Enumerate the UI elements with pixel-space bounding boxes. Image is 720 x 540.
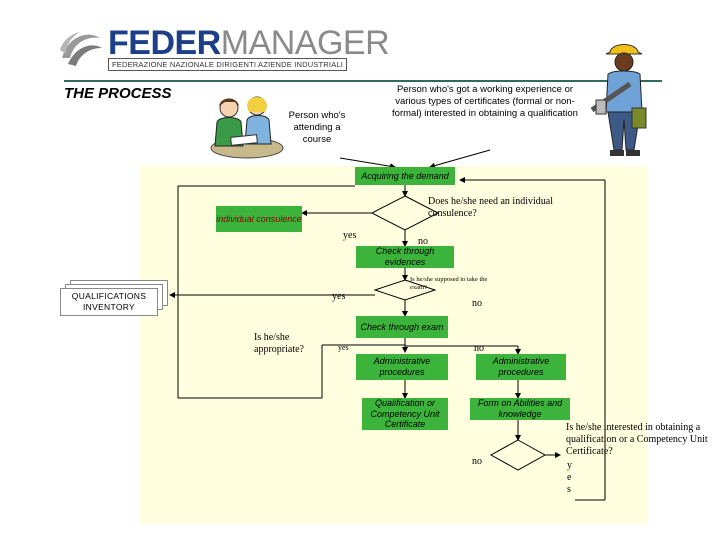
text-q-consulence: Does he/she need an individual consulenc… bbox=[428, 196, 553, 219]
text-q-appropriate: Is he/she appropriate? bbox=[254, 332, 304, 355]
page-title: THE PROCESS bbox=[64, 85, 172, 102]
box-administrative-2: Administrative procedures bbox=[476, 354, 566, 380]
label-no-3: no bbox=[474, 343, 484, 354]
label-yes-4-e: e bbox=[567, 472, 572, 483]
worker-clipart-icon bbox=[590, 44, 647, 156]
label-no-1: no bbox=[418, 236, 428, 247]
federmanager-logo-icon bbox=[60, 32, 102, 66]
text-q-exam: Is he/she supposed to take the exam? bbox=[410, 276, 488, 291]
logo-subtitle: FEDERAZIONE NAZIONALE DIRIGENTI AZIENDE … bbox=[108, 58, 348, 71]
box-check-evidences: Check through evidences bbox=[356, 246, 454, 268]
label-no-2: no bbox=[472, 298, 482, 309]
header-rule bbox=[64, 80, 662, 82]
box-administrative-1: Administrative procedures bbox=[356, 354, 448, 380]
logo: FEDERMANAGER FEDERAZIONE NAZIONALE DIRIG… bbox=[58, 24, 390, 74]
box-individual-consulence: individual consulence bbox=[216, 206, 302, 232]
qualifications-inventory: QUALIFICATIONS INVENTORY bbox=[60, 280, 170, 320]
box-form-abilities: Form on Abilities and knowledge bbox=[470, 398, 570, 420]
box-acquiring-demand: Acquiring the demand bbox=[355, 167, 455, 185]
logo-word-light: MANAGER bbox=[220, 24, 390, 62]
inventory-label: QUALIFICATIONS INVENTORY bbox=[71, 291, 147, 312]
label-yes-2: yes bbox=[332, 291, 346, 302]
label-person-course: Person who's attending a course bbox=[288, 110, 346, 145]
inventory-card-front: QUALIFICATIONS INVENTORY bbox=[60, 288, 158, 316]
label-yes-4-y: y bbox=[567, 460, 572, 471]
label-no-4: no bbox=[472, 456, 482, 467]
label-yes-3: yes bbox=[338, 343, 349, 352]
students-clipart-icon bbox=[210, 96, 284, 159]
logo-word-bold: FEDER bbox=[108, 24, 221, 62]
label-yes-4-s: s bbox=[567, 484, 571, 495]
label-person-working: Person who's got a working experience or… bbox=[392, 84, 578, 119]
label-yes-1: yes bbox=[343, 230, 357, 241]
box-check-exam: Check through exam bbox=[356, 316, 448, 338]
text-q-interested: Is he/she interested in obtaining a qual… bbox=[566, 422, 708, 457]
box-certificate: Qualification or Competency Unit Certifi… bbox=[362, 398, 448, 430]
